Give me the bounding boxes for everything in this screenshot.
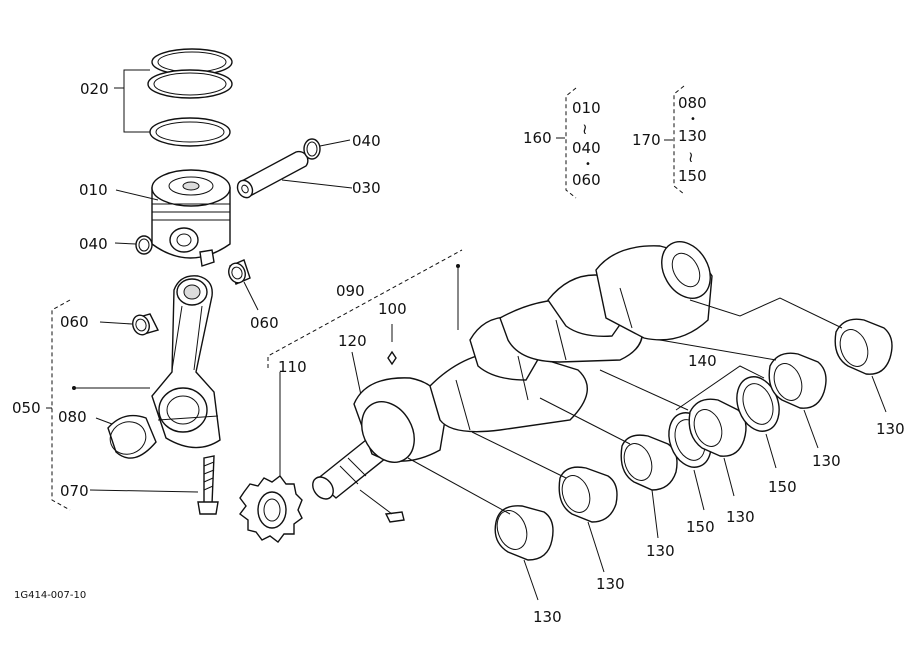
- crankshaft[interactable]: [309, 233, 721, 503]
- label-060-right[interactable]: 060: [250, 314, 279, 332]
- group-160-item2: 040: [572, 139, 601, 157]
- main-bearing-5[interactable]: [768, 352, 827, 409]
- leader-080: [95, 417, 113, 425]
- group-170-number: 170: [632, 131, 661, 149]
- group-170[interactable]: 170 080 • 130 ≀ 150: [632, 85, 707, 195]
- group-170-item2: 130: [678, 127, 707, 145]
- group-160-item3: 060: [572, 171, 601, 189]
- conrod-bolt[interactable]: [197, 455, 219, 515]
- label-040-right[interactable]: 040: [352, 132, 381, 150]
- bracket-090: [267, 249, 463, 368]
- group-170-item3: 150: [678, 167, 707, 185]
- crank-gear[interactable]: [239, 475, 303, 543]
- main-bearing-3[interactable]: [619, 434, 678, 491]
- leader-150-2: [765, 433, 777, 469]
- label-090[interactable]: 090: [336, 282, 365, 300]
- leader-130-5: [803, 409, 819, 449]
- label-080[interactable]: 080: [58, 408, 87, 426]
- main-bearing-1[interactable]: [492, 505, 554, 561]
- leader-060-left: [99, 321, 133, 325]
- main-bearing-2[interactable]: [557, 466, 618, 523]
- label-130-1[interactable]: 130: [533, 608, 562, 626]
- label-130-5[interactable]: 130: [812, 452, 841, 470]
- bushing-lower[interactable]: [130, 313, 160, 337]
- piston-pin[interactable]: [235, 150, 309, 201]
- group-160-dot: •: [585, 159, 591, 170]
- label-070[interactable]: 070: [60, 482, 89, 500]
- leader-010: [115, 189, 159, 201]
- label-030[interactable]: 030: [352, 179, 381, 197]
- leader-key: [359, 489, 393, 515]
- label-130-2[interactable]: 130: [596, 575, 625, 593]
- label-130-6[interactable]: 130: [876, 420, 905, 438]
- leader-120: [351, 351, 363, 401]
- label-010[interactable]: 010: [79, 181, 108, 199]
- journal-leaders: [407, 297, 843, 515]
- bushing-upper[interactable]: [226, 259, 251, 285]
- label-150-1[interactable]: 150: [686, 518, 715, 536]
- leader-130-3: [651, 489, 659, 539]
- group-170-sep: ≀: [688, 148, 694, 166]
- label-050[interactable]: 050: [12, 399, 41, 417]
- leader-070: [89, 489, 199, 493]
- crank-key[interactable]: [384, 511, 405, 523]
- leader-130-1: [523, 559, 539, 601]
- leader-130-6: [871, 375, 887, 413]
- leader-030: [281, 179, 353, 189]
- group-160[interactable]: 160 010 ≀ 040 • 060: [523, 87, 601, 199]
- label-040-left[interactable]: 040: [79, 235, 108, 253]
- key-100[interactable]: [387, 350, 397, 366]
- group-160-sep: ≀: [582, 120, 588, 138]
- snap-ring-left[interactable]: [135, 235, 153, 255]
- bracket-050: [46, 299, 71, 511]
- group-170-dot: •: [690, 114, 696, 125]
- connecting-rod[interactable]: [151, 275, 221, 449]
- label-140[interactable]: 140: [688, 352, 717, 370]
- group-160-number: 160: [523, 129, 552, 147]
- leader-150-1: [693, 469, 705, 511]
- thrust-washer-2[interactable]: [730, 371, 787, 437]
- group-160-item1: 010: [572, 99, 601, 117]
- leader-040-right: [319, 139, 351, 147]
- leader-130-2: [587, 521, 605, 573]
- leader-130-4: [723, 457, 735, 497]
- label-020[interactable]: 020: [80, 80, 109, 98]
- figure-code: 1G414-007-10: [14, 590, 86, 601]
- label-060-left[interactable]: 060: [60, 313, 89, 331]
- label-130-4[interactable]: 130: [726, 508, 755, 526]
- leader-040-left: [114, 242, 137, 245]
- snap-ring-right[interactable]: [303, 138, 321, 160]
- label-150-2[interactable]: 150: [768, 478, 797, 496]
- group-170-item1: 080: [678, 94, 707, 112]
- big-end-bearing[interactable]: [106, 414, 157, 460]
- main-bearing-4[interactable]: [688, 398, 747, 457]
- label-120[interactable]: 120: [338, 332, 367, 350]
- label-130-3[interactable]: 130: [646, 542, 675, 560]
- leader-060-right: [243, 281, 259, 311]
- piston[interactable]: [151, 169, 231, 267]
- dot-090: [456, 264, 460, 268]
- label-110[interactable]: 110: [278, 358, 307, 376]
- piston-rings[interactable]: [147, 48, 233, 147]
- dot-050: [72, 386, 76, 390]
- bracket-140: [675, 365, 765, 411]
- ring-bracket-020: [114, 69, 150, 133]
- label-100[interactable]: 100: [378, 300, 407, 318]
- main-bearing-6[interactable]: [834, 318, 893, 375]
